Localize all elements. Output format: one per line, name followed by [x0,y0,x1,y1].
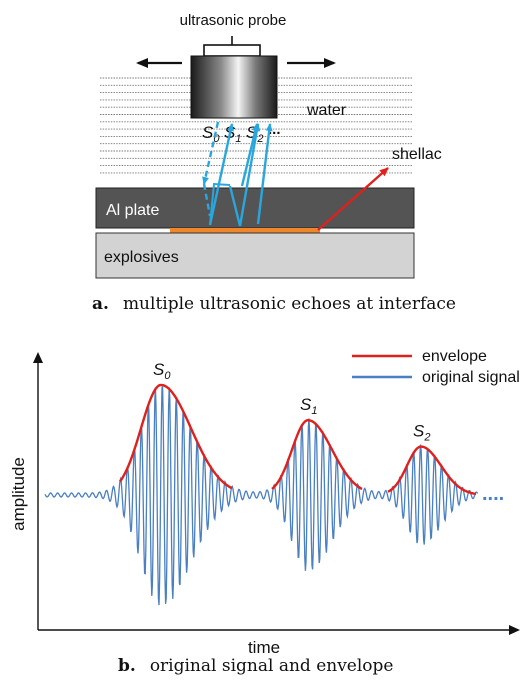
echo-label-b-1: S1 [300,395,317,417]
envelope-line-0 [119,383,233,490]
echo-arrow-s3 [256,123,273,225]
echo-arrow-s1 [238,123,261,227]
shellac-layer [170,228,320,233]
echo-label-b-2: S2 [413,422,430,444]
echo-path-s1-mid [228,185,242,227]
caption-b: b.original signal and envelope [118,656,393,676]
ultrasonic-probe [190,55,278,119]
probe-label: ultrasonic probe [180,12,287,29]
envelope-line-1 [271,418,363,491]
echo-path-s1-down [209,182,231,226]
original-signal-layer [44,385,479,606]
incident-wave-dashed-arrow [202,121,220,185]
x-axis-label: time [248,638,280,657]
echo-label-s0: S0 [202,123,220,145]
explosives-label: explosives [104,249,179,266]
water-label: water [306,102,347,119]
original-signal-line [44,385,479,606]
caption-a: a.multiple ultrasonic echoes at interfac… [92,294,456,314]
echo-label-s1: S1 [224,123,241,145]
shellac-label: shellac [392,146,442,163]
legend-label-envelope: envelope [422,348,487,365]
probe-connector [203,44,261,57]
envelope-line-2 [387,445,477,496]
echo-arrow-s2 [240,123,259,187]
y-axis-label: amplitude [9,457,28,531]
panel-a: ultrasonic probe water S0 S1 S2 ... Al p… [92,12,456,314]
legend: envelope original signal [352,348,520,386]
legend-label-original: original signal [422,369,520,386]
incident-wave-dashed-lower [202,183,212,217]
signal-continuation: .... [482,483,504,505]
echo-arrow-s0 [208,123,234,226]
al-plate [95,187,415,229]
explosives-layer [95,232,415,279]
envelope-layer [119,383,477,496]
al-plate-label: Al plate [106,202,159,219]
shellac-arrow [317,167,389,231]
echo-label-b-0: S0 [153,360,171,382]
water-lines [100,77,412,174]
